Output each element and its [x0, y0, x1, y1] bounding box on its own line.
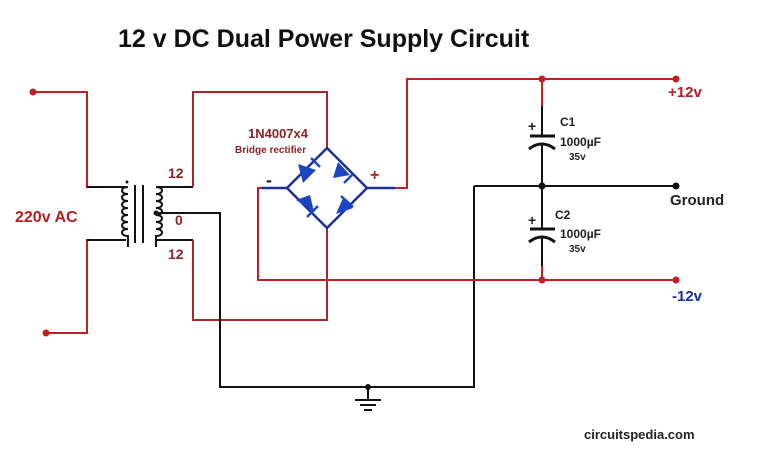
positive-output-label: +12v	[668, 84, 702, 101]
c2-voltage-label: 35v	[569, 244, 586, 255]
ground-output-label: Ground	[670, 192, 724, 209]
c1-voltage-label: 35v	[569, 152, 586, 163]
ac-input-label: 220v AC	[15, 209, 78, 226]
ac-input-wires	[29, 88, 126, 337]
c1-polarity-mark: +	[528, 118, 536, 134]
bridge-minus-sign: -	[266, 170, 272, 190]
primary-top-wire	[33, 91, 126, 188]
c1-name-label: C1	[560, 115, 576, 129]
positive-terminal	[672, 75, 680, 83]
primary-bottom-wire	[46, 239, 126, 334]
ground-terminal	[672, 182, 680, 190]
ac-input-terminal-bottom	[42, 329, 50, 337]
tap-label-bottom: 12	[168, 246, 184, 262]
secondary-top-wire	[192, 91, 328, 187]
tap-label-top: 12	[168, 165, 184, 181]
tap-label-center: 0	[175, 212, 183, 228]
rectifier-type-label: Bridge rectifier	[235, 145, 306, 156]
bridge-plus-sign: +	[370, 167, 379, 184]
negative-terminal	[672, 276, 680, 284]
diode-d2	[333, 162, 354, 184]
negative-rail	[257, 187, 676, 281]
bridge-rectifier	[262, 146, 395, 230]
diagram-title: 12 v DC Dual Power Supply Circuit	[118, 25, 530, 53]
negative-output-label: -12v	[672, 288, 703, 305]
diode-d4	[336, 195, 354, 214]
diode-d1	[298, 157, 321, 183]
center-tap-ground-wire	[156, 186, 475, 388]
c2-polarity-mark: +	[528, 212, 536, 228]
bridge-outline	[285, 146, 369, 230]
c2-name-label: C2	[555, 208, 571, 222]
capacitor-c2	[528, 186, 556, 280]
capacitor-c1	[528, 79, 556, 186]
secondary-bottom-wire	[192, 228, 328, 321]
rectifier-part-label: 1N4007x4	[248, 126, 309, 141]
c1-value-label: 1000µF	[560, 135, 601, 149]
c2-value-label: 1000µF	[560, 227, 601, 241]
primary-dot	[125, 180, 129, 184]
ground-icon	[355, 384, 381, 411]
primary-coil	[121, 186, 129, 247]
diode-d3	[296, 195, 319, 218]
secondary-coil	[155, 186, 163, 247]
ac-input-terminal-top	[29, 88, 37, 96]
credit-label: circuitspedia.com	[584, 427, 695, 442]
